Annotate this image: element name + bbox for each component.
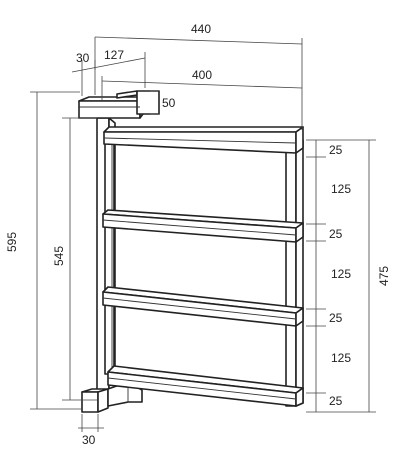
label-bottom-offset: 30 (82, 433, 96, 447)
dim-400-line (101, 80, 303, 89)
dimension-lines (30, 36, 376, 432)
bottom-bracket-side (97, 388, 109, 413)
label-bar-height-4: 25 (329, 394, 343, 408)
label-post-height: 545 (52, 246, 66, 266)
crossbar-2 (102, 209, 304, 243)
label-bar-height-3: 25 (329, 311, 343, 325)
frame-right-post (285, 139, 304, 407)
dimension-labels: 440 30 127 400 50 595 545 30 475 25 125 … (5, 22, 391, 447)
frame-right-post-side (295, 139, 304, 407)
top-bracket-cap (136, 90, 160, 115)
crossbar-3-edge (102, 297, 297, 320)
bottom-bracket-front (81, 391, 99, 413)
label-frame-height: 475 (377, 266, 391, 286)
crossbar-4-edge (107, 377, 297, 400)
crossbar-3-end (295, 307, 304, 327)
frame-left-post (104, 133, 115, 375)
crossbar-4-end (295, 387, 304, 407)
crossbar-1-edge (103, 137, 297, 144)
crossbar-2-edge (102, 219, 297, 236)
label-bar-height-1: 25 (329, 143, 343, 157)
frame-left-post-front (104, 133, 115, 375)
label-bracket-depth: 127 (104, 48, 124, 62)
crossbar-2-end (295, 222, 304, 243)
label-gap-height-1: 125 (331, 182, 351, 196)
label-gap-height-2: 125 (331, 267, 351, 281)
label-total-height: 595 (5, 232, 19, 252)
frame-right-post-front (285, 143, 297, 407)
top-bracket-front (78, 100, 141, 119)
crossbar-4 (107, 365, 304, 407)
dim-440-line (94, 36, 303, 45)
rack-structure (78, 90, 304, 413)
top-bracket (78, 90, 160, 119)
crossbar-3 (102, 286, 304, 327)
label-gap-height-3: 125 (331, 351, 351, 365)
crossbar-1 (103, 126, 304, 154)
crossbar-1-end (295, 126, 304, 154)
label-wall-offset: 30 (76, 51, 90, 65)
label-overall-width: 440 (191, 22, 211, 36)
dim-127-line (71, 57, 146, 73)
label-bracket-height: 50 (162, 96, 176, 110)
label-inner-width: 400 (192, 68, 212, 82)
label-bar-height-2: 25 (329, 227, 343, 241)
